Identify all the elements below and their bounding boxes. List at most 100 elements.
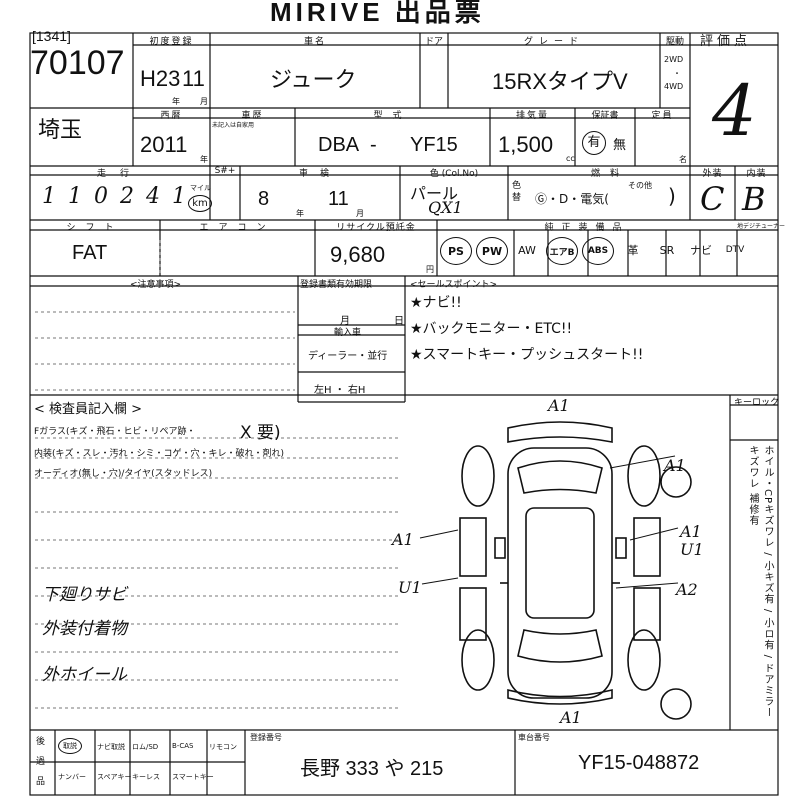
reg-day: 日 [394, 316, 404, 327]
accessory-keyless: キーレス [132, 773, 160, 781]
sales-point: ★ナビ!! [410, 295, 462, 311]
recycle-label: リサイクル預託金 [336, 223, 416, 233]
import-dealer: ディーラー・並行 [308, 351, 388, 362]
first-reg-month: 11 [182, 66, 205, 91]
damage-mark: U1 [680, 540, 704, 559]
color-repaint-label: 色替 [512, 181, 522, 203]
damage-mark: U1 [398, 578, 422, 597]
equipment-item: ナビ [690, 244, 712, 257]
accessory-manual: 取説 [58, 738, 82, 754]
equipment-item: PS [440, 237, 472, 265]
model-prefix: DBA [318, 134, 360, 156]
inspection-year-unit: 年 [296, 209, 304, 218]
capacity-label: 定員 [651, 111, 674, 121]
sharp-label: S#+ [214, 166, 236, 176]
grade-label: グレード [523, 37, 584, 47]
recycle-unit: 円 [426, 265, 434, 274]
inspection-year: 8 [258, 188, 270, 210]
drive-dot: ・ [673, 69, 681, 78]
color-label: 色 (Col.No) [429, 169, 479, 179]
mileage-label: 走行 [96, 169, 143, 179]
inspector-note: 外ホイール [42, 665, 127, 685]
capacity-unit: 名 [679, 155, 687, 164]
door-label: ドア [424, 37, 443, 47]
equipment-item: AW [518, 243, 536, 257]
car-name: ジューク [270, 68, 357, 93]
inspector-note: 外装付着物 [42, 619, 127, 639]
interior-grade: B [742, 180, 766, 218]
inspection-month-unit: 月 [356, 209, 364, 218]
lot-code: [1341] [32, 28, 71, 44]
sales-label: <セールスポイント> [410, 280, 498, 290]
grade-value: 15RXタイプV [492, 69, 628, 94]
import-label: 輸入車 [334, 328, 362, 338]
interior-label: 内装 [746, 169, 767, 179]
fuel-options: Ⓖ・D・電気( [535, 192, 609, 206]
warranty-label: 保証書 [591, 111, 619, 121]
first-reg-era: H23 [140, 66, 181, 91]
western-year-unit: 年 [200, 155, 208, 164]
inspector-note: 下廻りサビ [42, 585, 127, 605]
accessory-rom: ロム/SD [132, 743, 159, 751]
color-code: QX1 [428, 198, 463, 217]
mileage-unit-km: km [188, 195, 212, 212]
damage-mark: A1 [392, 530, 414, 549]
inspection-label: 車検 [298, 169, 341, 179]
sales-point: ★スマートキー・プッシュスタート!! [410, 347, 644, 363]
prefecture: 埼玉 [38, 118, 83, 143]
score-label: 評価点 [700, 34, 752, 49]
mileage-digit: 0 [94, 184, 120, 209]
inspector-interior: 内装(キズ・スレ・汚れ・シミ・コゲ・穴・キレ・破れ・剤れ) [34, 449, 285, 459]
reg-month: 月 [340, 316, 350, 327]
displacement-label: 排気量 [515, 111, 549, 121]
inspector-glass-mark: X 要) [240, 423, 281, 443]
reg-expiry-label: 登録書類有効期限 [300, 280, 373, 290]
mileage-digits: 110241 [42, 184, 198, 209]
mileage-unit-mile: マイル [190, 184, 211, 192]
inspection-month: 11 [328, 188, 349, 210]
mileage-digit: 1 [42, 184, 68, 209]
accessory-smart-key: スマートキー [172, 773, 214, 781]
equipment-item: 革 [627, 244, 639, 257]
bottom-row-label: 過 [36, 757, 46, 767]
recycle-value: 9,680 [330, 242, 386, 267]
lot-number: 70107 [30, 44, 125, 82]
ac-label: エアコン [199, 223, 276, 233]
drive-2wd: 2WD [664, 55, 684, 64]
displacement: 1,500 [498, 132, 554, 157]
equipment-item: エアB [546, 237, 578, 265]
keylock-label: キーロック [734, 398, 780, 408]
history-label: 車歴 [241, 111, 264, 121]
damage-mark: A1 [548, 396, 570, 415]
history-note: 未記入は自家用 [212, 122, 255, 129]
drive-label: 駆動 [665, 37, 684, 47]
equipment-item: DTV [725, 245, 745, 255]
inspector-label: < 検査員記入欄 > [34, 402, 143, 417]
accessory-nav-manual: ナビ取説 [97, 743, 125, 751]
equipment-item: SR [659, 243, 675, 257]
fuel-label: 燃料 [590, 169, 629, 179]
color-name: パール [410, 184, 459, 203]
inspector-audio: オーディオ(無し・穴)/タイヤ(スタッドレス) [34, 469, 213, 479]
score-value: 4 [712, 70, 757, 152]
side-legend: ホイル・CPキズワレ / 小キズ有 / 小ロ有 / ドアミラーキズワレ 補修有 [747, 445, 773, 719]
damage-mark: A2 [676, 580, 698, 599]
mileage-digit: 2 [120, 184, 146, 209]
plate-number: 長野 333 や 215 [300, 758, 444, 780]
displacement-unit: cc [566, 154, 575, 163]
model-dash: - [370, 134, 377, 156]
damage-mark: A1 [560, 708, 582, 727]
mileage-digit: 1 [68, 184, 94, 209]
tuner-label: 地デジチューナー [737, 223, 786, 230]
import-steering: 左H ・ 右H [314, 385, 366, 396]
year-unit: 年 [172, 97, 180, 106]
model-label: 型式 [373, 111, 412, 121]
drive-4wd: 4WD [664, 82, 684, 91]
accessory-bcas: B-CAS [172, 742, 194, 750]
fuel-other: その他 [628, 181, 652, 190]
accessory-remote: リモコン [209, 743, 237, 751]
plate-label: 登録番号 [250, 733, 282, 742]
month-unit: 月 [200, 97, 208, 106]
mileage-digit: 1 [172, 184, 198, 209]
exterior-label: 外装 [702, 169, 723, 179]
